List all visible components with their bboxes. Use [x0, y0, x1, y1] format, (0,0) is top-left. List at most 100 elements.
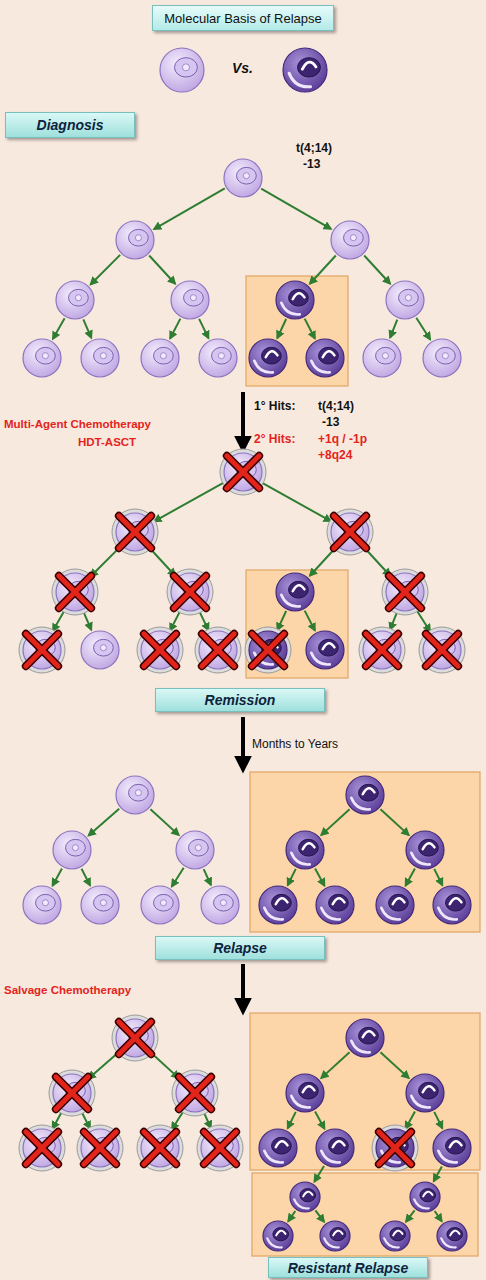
- lineage-arrow: [204, 869, 211, 885]
- myeloma-cell: [176, 831, 214, 869]
- subclone-cell: [406, 1074, 444, 1112]
- dead-halo: [382, 569, 428, 615]
- subclone-cell: [346, 776, 384, 814]
- myeloma-cell: [81, 631, 119, 669]
- cytoplasm-mark: [351, 798, 369, 810]
- kill-mark: [334, 516, 366, 548]
- kill-mark: [174, 576, 206, 608]
- lineage-arrow: [82, 869, 90, 886]
- nucleus: [419, 839, 439, 856]
- kill-mark: [144, 634, 176, 666]
- cell-body: [306, 631, 344, 669]
- kill-mark: [84, 1132, 116, 1164]
- cell-body: [116, 513, 154, 551]
- cytoplasm-mark: [324, 1238, 339, 1247]
- lineage-arrow: [82, 1112, 90, 1129]
- subclone-cell: [263, 1221, 293, 1251]
- lineage-arrow: [83, 319, 91, 338]
- dead-halo: [137, 1125, 183, 1171]
- chromatin-mark: [266, 351, 278, 357]
- subclone-cell: [316, 886, 354, 924]
- cell-body: [437, 1221, 467, 1251]
- myeloma-cell: [423, 339, 461, 377]
- kill-mark: [366, 634, 398, 666]
- cell-body: [346, 1019, 384, 1057]
- lineage-arrow: [288, 869, 296, 885]
- kill-mark: [426, 634, 458, 666]
- subclone-box: [246, 276, 348, 386]
- myeloma-cell: [23, 886, 61, 924]
- lineage-arrow: [305, 319, 315, 339]
- cytoplasm-mark: [289, 73, 310, 87]
- kill-mark: [119, 516, 151, 548]
- cell-body: [141, 631, 179, 669]
- subclone-box: [252, 1173, 478, 1256]
- lineage-arrow: [435, 1211, 442, 1221]
- kill-mark: [227, 456, 259, 488]
- lineage-arrow: [149, 547, 175, 575]
- lineage-arrow: [150, 809, 178, 835]
- chromatin-mark: [293, 585, 305, 591]
- lineage-arrow: [364, 547, 390, 575]
- cell-body: [363, 339, 401, 377]
- cell-body: [53, 831, 91, 869]
- kill-mark: [174, 576, 206, 608]
- myeloma-cell: [224, 159, 262, 197]
- kill-mark: [56, 1077, 88, 1109]
- cytoplasm-mark: [381, 908, 399, 920]
- nucleus: [299, 839, 319, 856]
- kill-mark: [119, 1022, 151, 1054]
- chromatin-mark: [293, 293, 305, 299]
- kill-mark: [59, 576, 91, 608]
- myeloma-cell: [53, 831, 91, 869]
- cell-body: [171, 573, 209, 611]
- myeloma-cell: [419, 627, 465, 673]
- kill-mark: [426, 634, 458, 666]
- lineage-arrow: [288, 1112, 296, 1128]
- chromatin-mark: [423, 843, 435, 849]
- nucleus: [69, 289, 89, 306]
- subclone-box: [250, 1013, 480, 1170]
- dead-halo: [245, 627, 291, 673]
- kill-mark: [252, 634, 284, 666]
- chromatin-mark: [450, 1141, 462, 1147]
- kill-mark: [334, 516, 366, 548]
- cell-body: [81, 339, 119, 377]
- cytoplasm-mark: [438, 908, 456, 920]
- nucleus: [329, 1137, 349, 1154]
- cell-body: [376, 886, 414, 924]
- nucleolus: [382, 353, 388, 359]
- subclone-cell: [376, 886, 414, 924]
- nucleus: [66, 839, 86, 856]
- myeloma-cell: [19, 1125, 65, 1171]
- lineage-arrow: [416, 610, 430, 632]
- annotation: HDT-ASCT: [78, 436, 136, 449]
- stage-label: Resistant Relapse: [288, 1260, 409, 1276]
- nucleus: [389, 894, 409, 911]
- myeloma-cell: [171, 281, 209, 319]
- nucleus: [94, 347, 114, 364]
- kill-mark: [252, 634, 284, 666]
- nucleus: [359, 1027, 379, 1044]
- nucleolus: [442, 353, 448, 359]
- lineage-arrow: [53, 868, 62, 885]
- dead-halo: [372, 1125, 418, 1171]
- subclone-cell: [290, 1182, 320, 1212]
- lineage-arrow: [89, 1052, 120, 1079]
- myeloma-cell: [112, 1015, 158, 1061]
- nucleus: [330, 1228, 346, 1241]
- nucleus: [94, 639, 114, 656]
- lineage-arrow: [91, 255, 121, 285]
- annotation: Multi-Agent Chemotherapy: [4, 418, 151, 431]
- kill-mark: [56, 1077, 88, 1109]
- subclone-box: [250, 772, 480, 932]
- cell-body: [249, 631, 287, 669]
- kill-mark: [204, 1132, 236, 1164]
- nucleus: [300, 1189, 316, 1202]
- chromatin-mark: [323, 351, 335, 357]
- kill-mark: [334, 516, 366, 548]
- cell-body: [224, 159, 262, 197]
- cytoplasm-mark: [291, 1096, 309, 1108]
- myeloma-cell: [116, 776, 154, 814]
- cell-body: [433, 1129, 471, 1167]
